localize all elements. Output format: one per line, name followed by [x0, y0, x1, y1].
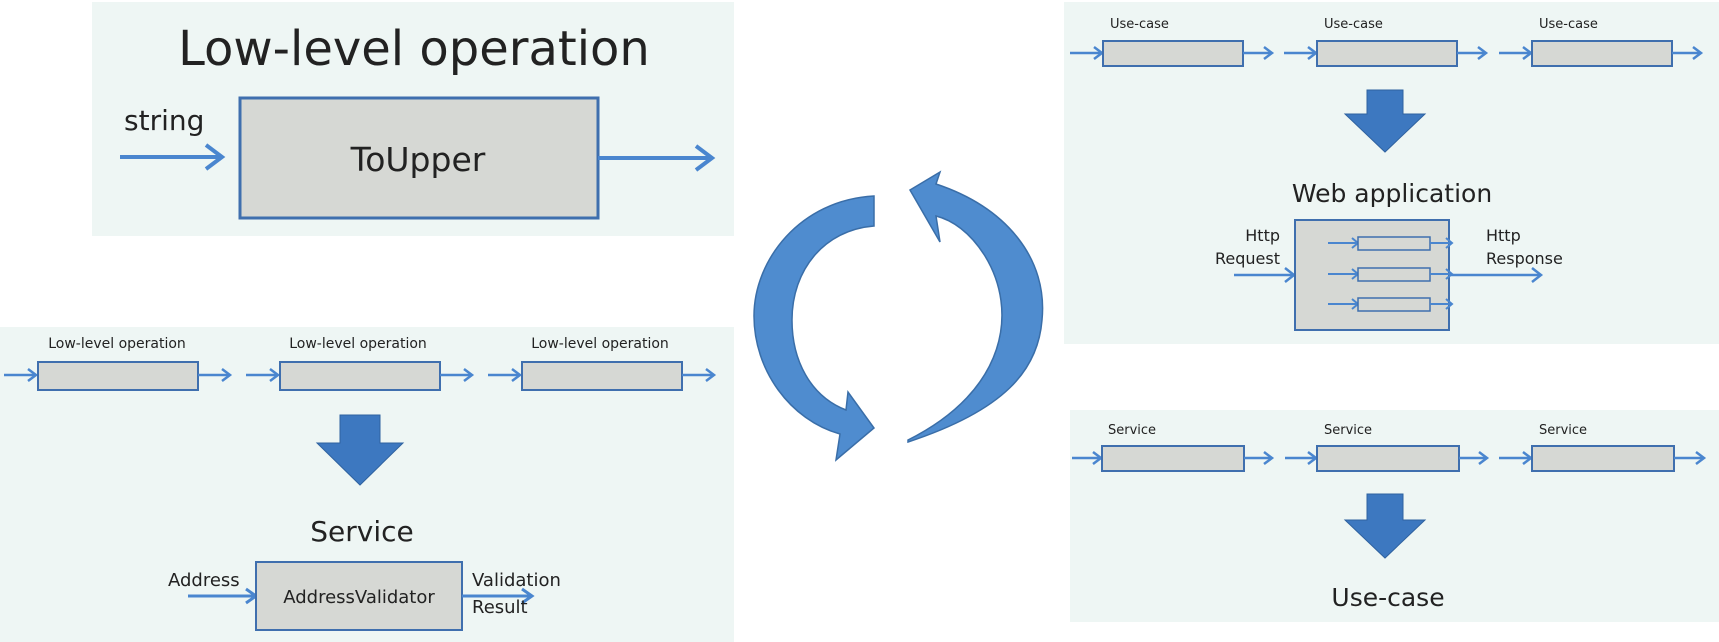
- step-label: Use-case: [1110, 17, 1169, 32]
- right-arrow-icon: [1234, 267, 1297, 283]
- step-box: [279, 361, 441, 391]
- step-box: [1316, 445, 1460, 472]
- panel-title: Low-level operation: [178, 21, 650, 77]
- input-label-line1: Http: [1245, 226, 1280, 245]
- step-label: Low-level operation: [531, 336, 669, 352]
- step-label: Use-case: [1539, 17, 1598, 32]
- right-arrow-icon: [1499, 46, 1534, 60]
- service-box: [255, 561, 463, 631]
- right-arrow-icon: [1285, 451, 1319, 465]
- service-panel: Low-level operation Low-level operation …: [0, 327, 734, 642]
- step-box: [37, 361, 199, 391]
- use-case-panel: Service Service Service: [1070, 410, 1719, 622]
- input-label-line2: Request: [1215, 249, 1280, 268]
- down-arrow-icon: [315, 414, 405, 486]
- step-label: Low-level operation: [289, 336, 427, 352]
- step-box: [1316, 40, 1458, 67]
- operation-box-label: ToUpper: [350, 140, 486, 179]
- right-arrow-icon: [4, 368, 39, 382]
- right-arrow-icon: [1070, 46, 1105, 60]
- output-label-line2: Response: [1486, 249, 1563, 268]
- right-arrow-icon: [1459, 451, 1490, 465]
- cycle-arrow-icon: [907, 170, 1044, 444]
- right-arrow-icon: [198, 368, 233, 382]
- step-label: Service: [1108, 423, 1156, 438]
- result-title: Service: [310, 515, 413, 548]
- right-arrow-icon: [1457, 46, 1489, 60]
- down-arrow-icon: [1343, 493, 1427, 559]
- result-title: Web application: [1292, 179, 1492, 208]
- step-box: [1531, 445, 1675, 472]
- step-box: [1531, 40, 1673, 67]
- right-arrow-icon: [488, 368, 523, 382]
- right-arrow-icon: [440, 368, 475, 382]
- web-application-panel: Use-case Use-case Use-case: [1064, 2, 1719, 344]
- right-arrow-icon: [1284, 46, 1319, 60]
- step-box: [1102, 40, 1244, 67]
- right-arrow-icon: [246, 368, 281, 382]
- right-arrow-icon: [682, 368, 717, 382]
- cycle-arrow-icon: [753, 195, 876, 462]
- inner-pipeline: [1328, 236, 1454, 312]
- right-arrow-icon: [1243, 46, 1275, 60]
- right-arrow-icon: [598, 144, 716, 172]
- input-label: string: [124, 104, 204, 137]
- right-arrow-icon: [1674, 451, 1707, 465]
- right-arrow-icon: [1499, 451, 1534, 465]
- step-box: [521, 361, 683, 391]
- step-label: Service: [1539, 423, 1587, 438]
- input-label: Address: [168, 570, 240, 591]
- result-title: Use-case: [1331, 583, 1444, 612]
- right-arrow-icon: [462, 587, 535, 605]
- output-label-line1: Validation: [472, 570, 561, 591]
- right-arrow-icon: [1244, 451, 1275, 465]
- right-arrow-icon: [1672, 46, 1704, 60]
- right-arrow-icon: [1449, 267, 1544, 283]
- cycle-arrows: [740, 160, 1060, 474]
- output-label-line2: Result: [472, 597, 528, 618]
- step-label: Low-level operation: [48, 336, 186, 352]
- step-box: [1101, 445, 1245, 472]
- right-arrow-icon: [188, 587, 259, 605]
- step-label: Service: [1324, 423, 1372, 438]
- down-arrow-icon: [1343, 89, 1427, 153]
- right-arrow-icon: [120, 143, 226, 171]
- step-label: Use-case: [1324, 17, 1383, 32]
- output-label-line1: Http: [1486, 226, 1521, 245]
- right-arrow-icon: [1072, 451, 1104, 465]
- low-level-operation-panel: Low-level operation string ToUpper: [92, 2, 734, 236]
- service-box-label: AddressValidator: [283, 587, 435, 608]
